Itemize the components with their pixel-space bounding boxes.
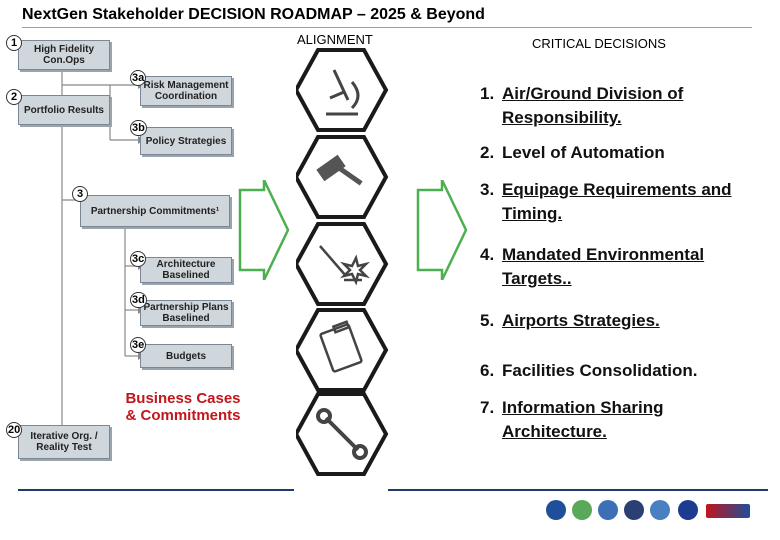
agency-logo-4 <box>624 500 644 520</box>
step-3b-box: Policy Strategies <box>140 127 232 155</box>
step-3d-box: Partnership Plans Baselined <box>140 300 232 326</box>
agency-logo-5 <box>650 500 670 520</box>
step-2-label: Portfolio Results <box>23 104 104 116</box>
step-20-label: Iterative Org. / Reality Test <box>30 431 98 453</box>
decision-4-text: Mandated Environmental Targets.. <box>502 245 705 288</box>
step-3e-box: Budgets <box>140 344 232 368</box>
title-rule <box>22 27 752 28</box>
alignment-header: ALIGNMENT <box>297 32 373 47</box>
step-3d-badge: 3d <box>130 292 147 308</box>
step-3c-box: Architecture Baselined <box>140 257 232 283</box>
agency-logo-2 <box>572 500 592 520</box>
decision-1: 1. Air/Ground Division of Responsibility… <box>480 82 770 130</box>
decision-6-num: 6. <box>480 361 495 380</box>
clipboard-icon <box>296 308 388 392</box>
decision-3-num: 3. <box>480 180 495 199</box>
bottom-rule-left <box>18 489 294 491</box>
decision-1-num: 1. <box>480 84 495 103</box>
decision-5-num: 5. <box>480 311 495 330</box>
business-cases-label: Business Cases & Commitments <box>125 390 241 424</box>
decision-4-num: 4. <box>480 245 495 264</box>
decision-1-text: Air/Ground Division of Responsibility. <box>502 84 684 127</box>
decision-7-text: Information Sharing Architecture. <box>502 398 664 441</box>
page-title: NextGen Stakeholder DECISION ROADMAP – 2… <box>22 6 485 23</box>
step-3a-badge: 3a <box>130 70 147 86</box>
step-3b-badge: 3b <box>130 120 147 136</box>
step-20-badge: 20 <box>6 422 23 438</box>
step-2-badge: 2 <box>6 89 22 105</box>
alignment-icons <box>296 48 388 476</box>
decision-2-num: 2. <box>480 143 495 162</box>
decision-5: 5. Airports Strategies. <box>480 309 770 333</box>
step-3-badge: 3 <box>72 186 88 202</box>
decision-5-text: Airports Strategies. <box>502 311 660 330</box>
step-1-label: High Fidelity Con.Ops <box>34 44 94 66</box>
decision-2-text: Level of Automation <box>502 143 665 162</box>
step-3a-box: Risk Management Coordination <box>140 76 232 106</box>
step-20-box: Iterative Org. / Reality Test <box>18 425 110 459</box>
decision-6-text: Facilities Consolidation. <box>502 361 698 380</box>
agency-logo-3 <box>598 500 618 520</box>
welding-icon <box>296 222 388 306</box>
step-3c-badge: 3c <box>130 251 147 267</box>
green-arrow-right <box>416 180 468 280</box>
step-3e-label: Budgets <box>166 350 206 362</box>
decision-2: 2. Level of Automation <box>480 141 770 165</box>
step-3-label: Partnership Commitments¹ <box>90 205 220 217</box>
wrench-icon <box>296 392 388 476</box>
step-2-box: Portfolio Results <box>18 95 110 125</box>
green-arrow-left <box>238 180 290 280</box>
decision-7: 7. Information Sharing Architecture. <box>480 396 770 444</box>
agency-logo-6 <box>678 500 698 520</box>
decision-4: 4. Mandated Environmental Targets.. <box>480 243 770 291</box>
step-3e-badge: 3e <box>130 337 147 353</box>
decision-7-num: 7. <box>480 398 495 417</box>
agency-logo-7 <box>706 504 750 518</box>
step-1-box: High Fidelity Con.Ops <box>18 40 110 70</box>
step-1-badge: 1 <box>6 35 22 51</box>
step-3-box: Partnership Commitments¹ <box>80 195 230 227</box>
decision-3: 3. Equipage Requirements and Timing. <box>480 178 770 226</box>
critical-decisions-header: CRITICAL DECISIONS <box>532 36 666 51</box>
microscope-icon <box>296 48 388 132</box>
step-3d-label: Partnership Plans Baselined <box>143 302 229 324</box>
step-3b-label: Policy Strategies <box>145 135 227 147</box>
step-3c-label: Architecture Baselined <box>156 259 216 281</box>
bottom-rule-right <box>388 489 768 491</box>
decision-6: 6. Facilities Consolidation. <box>480 359 770 383</box>
step-3a-label: Risk Management Coordination <box>143 80 229 102</box>
agency-logo-1 <box>546 500 566 520</box>
gavel-icon <box>296 135 388 219</box>
decision-3-text: Equipage Requirements and Timing. <box>502 180 732 223</box>
